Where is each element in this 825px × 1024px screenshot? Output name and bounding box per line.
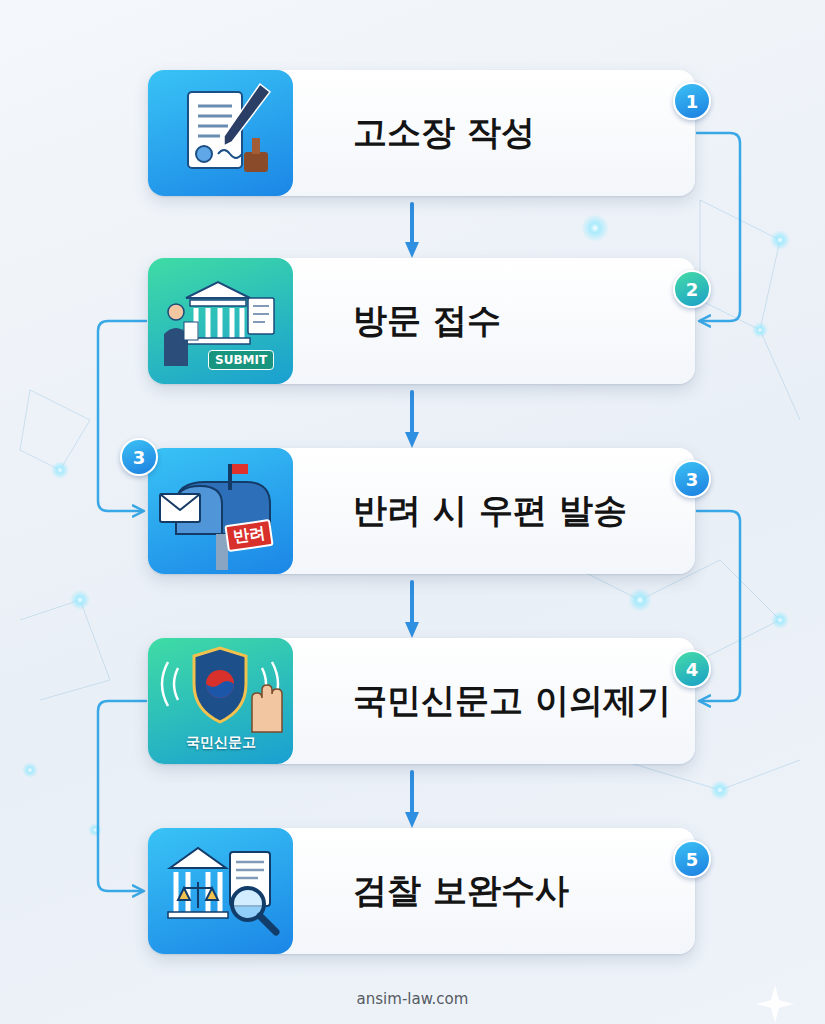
step-card: 국민신문고 국민신문고 이의제기: [148, 638, 695, 764]
step-title: 반려 시 우편 발송: [353, 448, 685, 574]
callout-number: 3: [120, 438, 158, 476]
step-card: 반려 반려 시 우편 발송: [148, 448, 695, 574]
callout-number: 2: [673, 270, 711, 308]
step-title: 검찰 보완수사: [353, 828, 685, 954]
flow-arrow: [410, 392, 414, 440]
bracket-connector: [98, 321, 146, 511]
step-icon: [148, 828, 293, 954]
step-title: 방문 접수: [353, 258, 685, 384]
icon-art: [148, 70, 293, 196]
flow-arrow: [410, 582, 414, 630]
icon-art: [148, 448, 293, 574]
step-icon: 반려: [148, 448, 293, 574]
step-card: 검찰 보완수사: [148, 828, 695, 954]
step-title: 국민신문고 이의제기: [353, 638, 685, 764]
bracket-connector: [98, 701, 146, 891]
callout-number: 1: [673, 82, 711, 120]
icon-caption: 국민신문고: [148, 734, 293, 752]
flow-arrow: [410, 204, 414, 250]
callout-number: 4: [673, 650, 711, 688]
flow-arrow: [410, 772, 414, 820]
callout-number: 5: [673, 840, 711, 878]
callout-number: 3: [673, 460, 711, 498]
step-card: SUBMIT 방문 접수: [148, 258, 695, 384]
step-icon: SUBMIT: [148, 258, 293, 384]
step-icon: 국민신문고: [148, 638, 293, 764]
watermark: ansim-law.com: [0, 990, 825, 1008]
icon-art: [148, 828, 293, 954]
step-title: 고소장 작성: [353, 70, 685, 196]
submit-tag: SUBMIT: [208, 350, 274, 370]
step-card: 고소장 작성: [148, 70, 695, 196]
reject-stamp: 반려: [224, 519, 273, 552]
step-icon: [148, 70, 293, 196]
